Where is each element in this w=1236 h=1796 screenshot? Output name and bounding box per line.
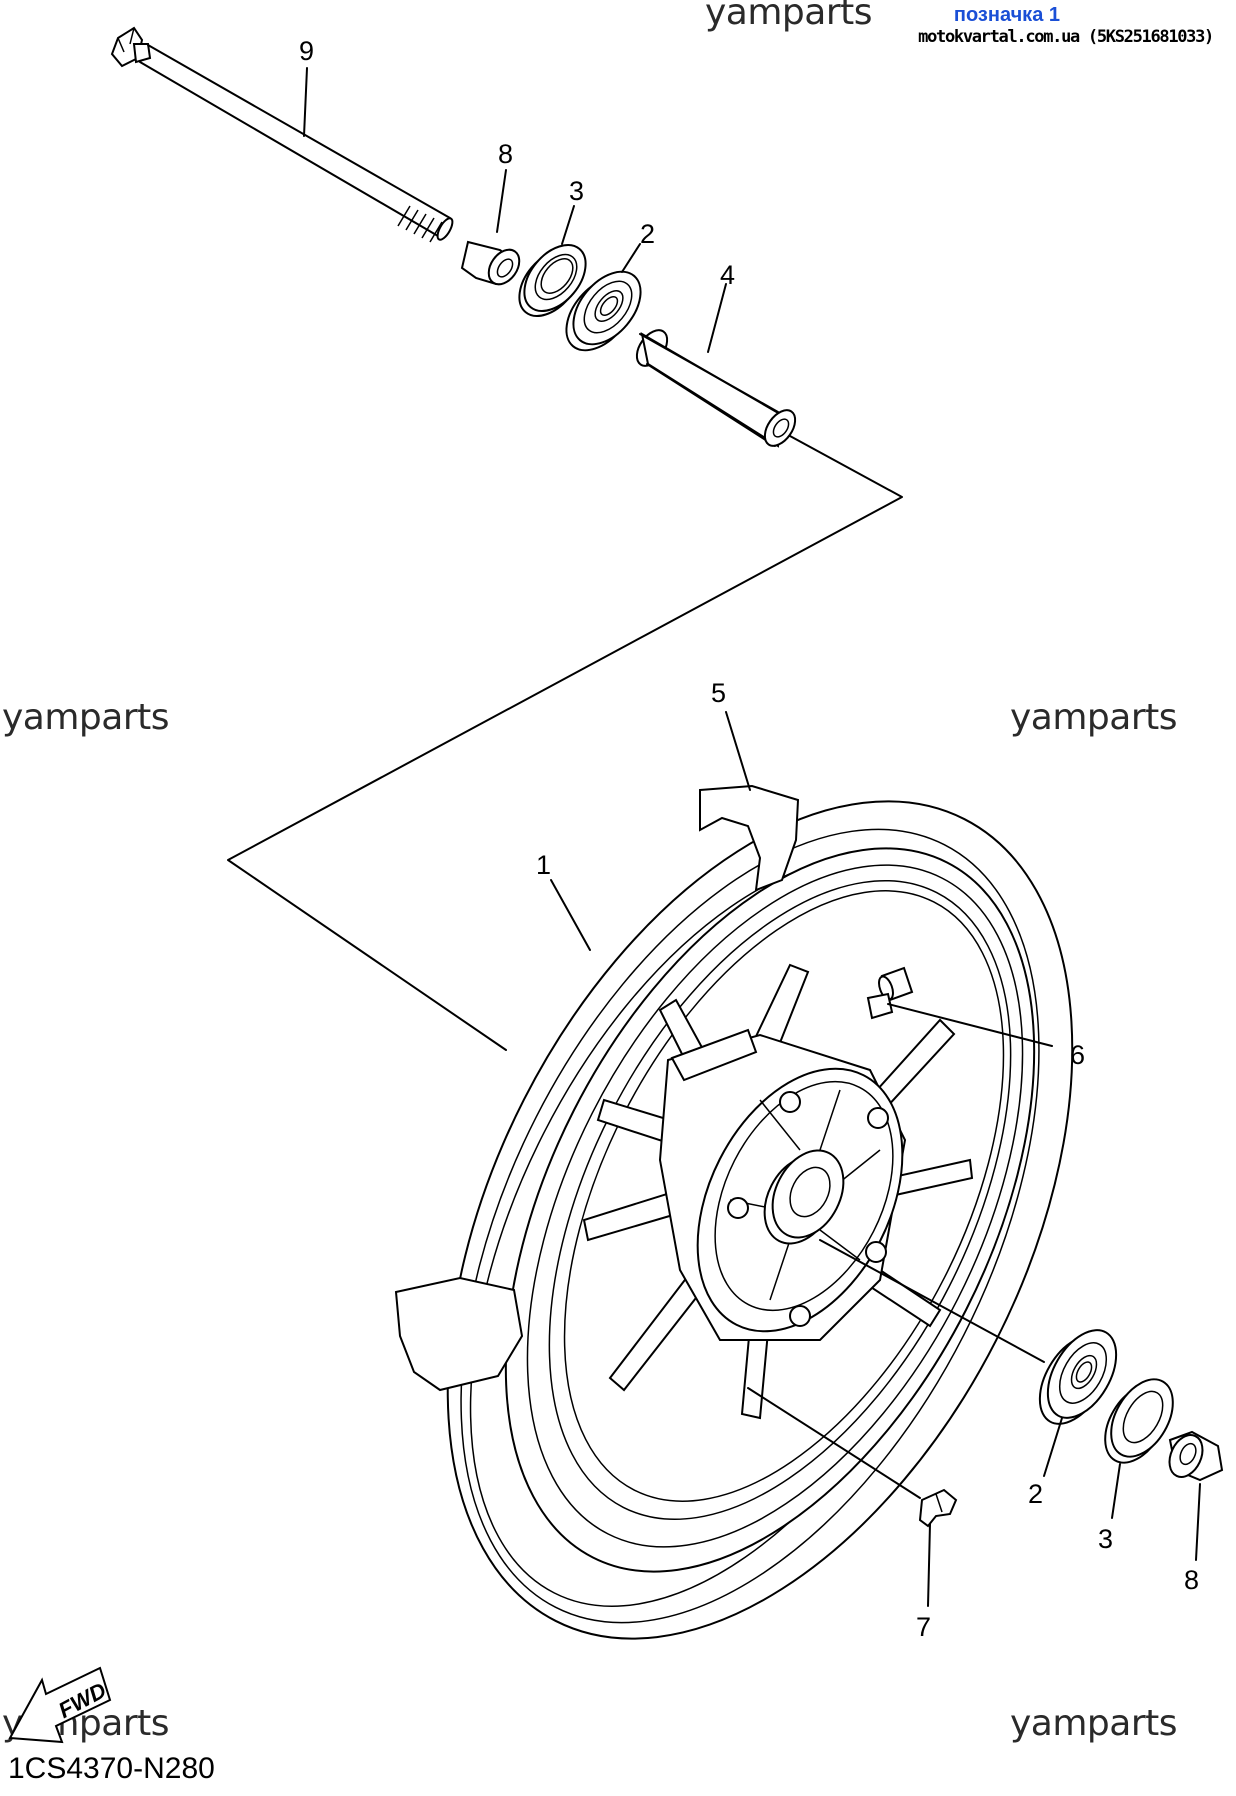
leader-line: [550, 879, 591, 951]
callout-valve: 6: [1070, 1040, 1085, 1070]
balance-weight[interactable]: [918, 1488, 958, 1528]
leader-line: [1043, 1417, 1063, 1477]
oil-seal-top[interactable]: [507, 233, 598, 327]
leader-line: [496, 169, 507, 233]
bearing-bottom[interactable]: [1026, 1318, 1130, 1435]
header-link[interactable]: позначка 1: [953, 4, 1060, 26]
leader-line: [303, 67, 308, 137]
callout-oil-seal-top: 3: [569, 176, 584, 206]
leader-line: [927, 1523, 931, 1607]
callout-collar-bottom: 8: [1184, 1565, 1199, 1595]
callout-oil-seal-bottom: 3: [1098, 1524, 1113, 1554]
source-caption: motokvartal.com.ua (5KS251681033): [918, 27, 1214, 47]
collar-top[interactable]: [460, 240, 526, 290]
leader-line: [621, 243, 641, 273]
watermark: yamparts: [1010, 1703, 1178, 1744]
callout-bearing-top: 2: [640, 219, 655, 249]
callout-collar-top: 8: [498, 139, 513, 169]
watermark: yamparts: [2, 697, 170, 738]
fwd-arrow-icon: FWD: [8, 1666, 112, 1744]
hub-flange: [670, 1028, 758, 1082]
watermark: yamparts: [705, 0, 873, 33]
callout-tire: 5: [711, 678, 726, 708]
assembly-line: [227, 435, 903, 1051]
leader-line: [819, 1239, 1045, 1363]
leader-line: [561, 205, 575, 245]
front-wheel-axle[interactable]: [110, 26, 455, 243]
spacer[interactable]: [631, 325, 802, 452]
callout-wheel: 1: [536, 850, 551, 880]
bearing-top[interactable]: [553, 259, 654, 363]
watermark: yamparts: [1010, 697, 1178, 738]
diagram-code: 1CS4370-N280: [8, 1752, 215, 1785]
leader-line: [707, 283, 727, 353]
leader-line: [1195, 1483, 1201, 1561]
tire-valve[interactable]: [866, 966, 914, 1020]
collar-bottom[interactable]: [1163, 1430, 1224, 1483]
leader-line: [887, 1003, 1053, 1047]
callout-bearing-bottom: 2: [1028, 1479, 1043, 1509]
callout-axle: 9: [299, 36, 314, 66]
leader-line: [725, 711, 751, 791]
oil-seal-bottom[interactable]: [1092, 1369, 1185, 1474]
leader-line: [747, 1387, 921, 1499]
callout-balance-weight: 7: [916, 1612, 931, 1642]
hub: [658, 1033, 907, 1341]
leader-line: [1111, 1463, 1121, 1519]
callout-spacer: 4: [720, 260, 735, 290]
tire-section-cutaway: [394, 784, 800, 1392]
